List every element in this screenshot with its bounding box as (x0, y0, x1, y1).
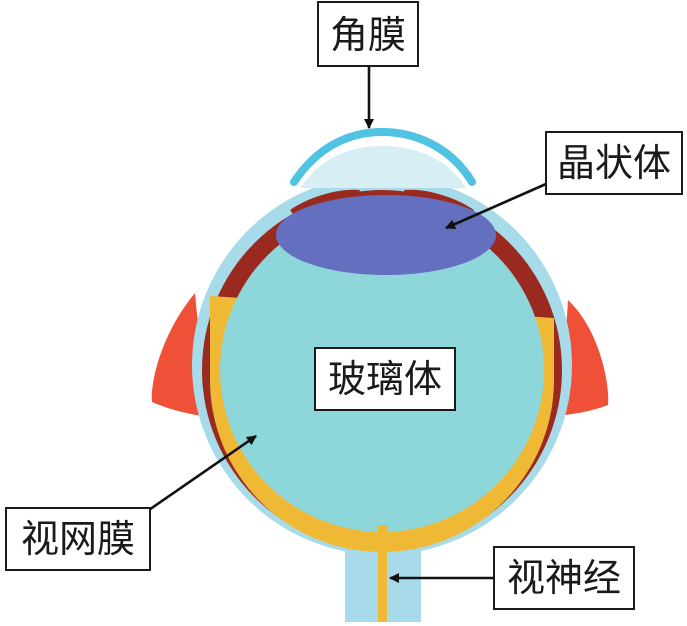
label-optic-nerve-text: 视神经 (507, 556, 621, 600)
label-retina-text: 视网膜 (21, 517, 135, 561)
label-lens-text: 晶状体 (557, 141, 671, 185)
label-vitreous-text: 玻璃体 (328, 357, 442, 401)
label-vitreous: 玻璃体 (314, 347, 456, 411)
optic-nerve (378, 525, 387, 622)
arrow-lens (445, 182, 547, 230)
label-lens: 晶状体 (545, 131, 683, 195)
anterior-chamber (300, 146, 466, 188)
lens (276, 195, 496, 275)
cornea (290, 127, 476, 186)
label-cornea: 角膜 (317, 1, 419, 67)
label-cornea-text: 角膜 (330, 13, 406, 57)
arrow-retina (145, 434, 257, 514)
label-optic-nerve: 视神经 (493, 546, 635, 610)
label-retina: 视网膜 (5, 507, 151, 571)
